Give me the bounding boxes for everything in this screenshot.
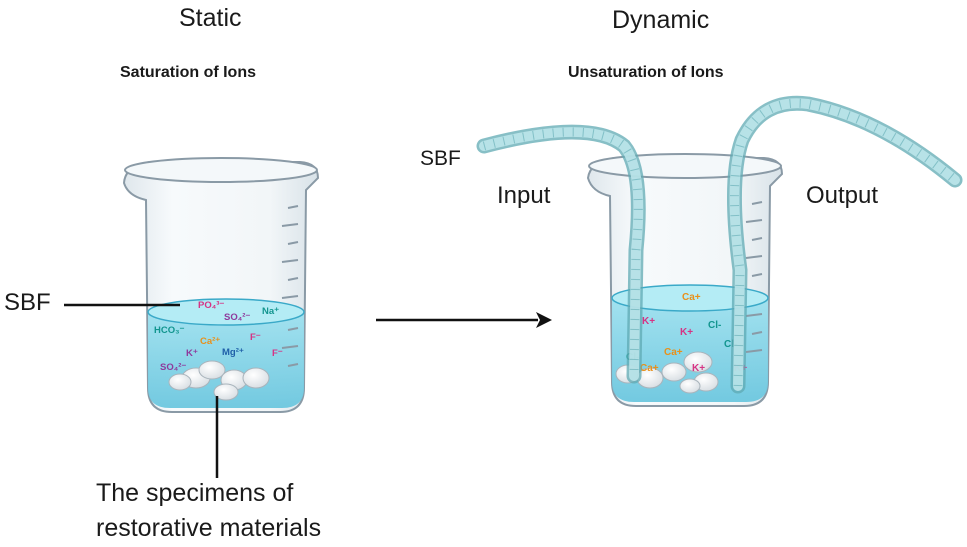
specimens-label: The specimens of restorative materials — [96, 479, 322, 542]
dynamic-liquid-surface — [611, 284, 769, 312]
static-beaker: PO₄³⁻Na⁺SO₄²⁻HCO₃⁻F⁻Ca²⁺K⁺Mg²⁺F⁻SO₄²⁻ — [122, 157, 320, 413]
dynamic-subtitle: Unsaturation of Ions — [568, 64, 724, 81]
static-ion-label: Ca²⁺ — [200, 336, 220, 347]
dynamic-ion-label: Cl- — [708, 320, 721, 331]
static-title: Static — [179, 4, 242, 32]
static-ion-label: SO₄²⁻ — [160, 362, 186, 373]
dynamic-ion-label: K+ — [680, 327, 693, 338]
output-tube — [727, 95, 963, 394]
output-label: Output — [806, 182, 879, 209]
dynamic-beaker-rim — [588, 153, 782, 179]
dynamic-sbf-label: SBF — [420, 147, 461, 170]
static-ion-label: F⁻ — [272, 348, 283, 359]
static-ion-label: HCO₃⁻ — [154, 325, 185, 336]
dynamic-ion-label: Cl- — [724, 339, 737, 350]
static-ion-label: K⁺ — [186, 348, 198, 359]
static-ion-label: Mg²⁺ — [222, 347, 244, 358]
static-specimen-pebbles — [168, 360, 270, 401]
static-graduations — [281, 205, 299, 367]
static-ion-labels: PO₄³⁻Na⁺SO₄²⁻HCO₃⁻F⁻Ca²⁺K⁺Mg²⁺F⁻SO₄²⁻ — [154, 300, 283, 373]
dynamic-ion-label: Ca+ — [664, 347, 683, 358]
static-ion-label: SO₄²⁻ — [224, 312, 250, 323]
static-subtitle: Saturation of Ions — [120, 64, 256, 81]
dynamic-ion-label: Ca+ — [640, 363, 659, 374]
static-ion-label: Na⁺ — [262, 306, 279, 317]
dynamic-graduations — [745, 201, 763, 353]
static-ion-label: F⁻ — [250, 332, 261, 343]
static-ion-label: PO₄³⁻ — [198, 300, 224, 311]
input-tube — [476, 124, 646, 384]
static-liquid-surface — [147, 298, 305, 326]
dynamic-ion-label: Ca+ — [682, 292, 701, 303]
static-beaker-rim — [124, 157, 318, 183]
input-label: Input — [497, 182, 551, 209]
dynamic-beaker: Ca+K+Cl-K+Cl-Ca+Cl-Ca+K+K+ — [586, 153, 784, 407]
dynamic-ion-label: K+ — [692, 363, 705, 374]
dynamic-ion-label: K+ — [642, 316, 655, 327]
transition-arrow — [376, 312, 552, 328]
dynamic-title: Dynamic — [612, 6, 710, 34]
static-sbf-label: SBF — [4, 289, 51, 316]
